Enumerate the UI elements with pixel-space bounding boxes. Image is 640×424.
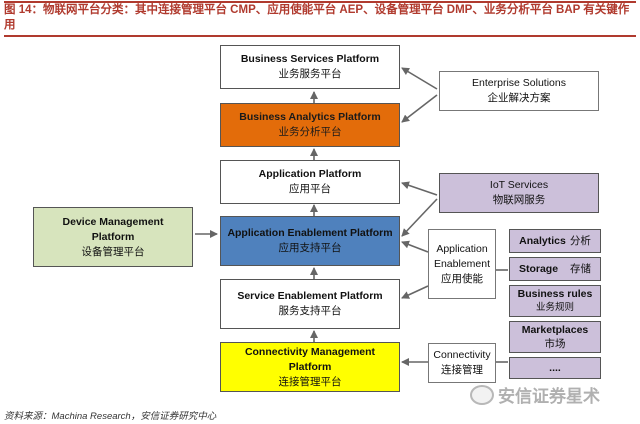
device-management-platform: Device Management Platform 设备管理平台: [33, 207, 193, 267]
business-services-zh: 业务服务平台: [278, 68, 342, 80]
application-enablement-platform: Application Enablement Platform 应用支持平台: [220, 216, 400, 266]
marketplaces-en: Marketplaces: [521, 324, 589, 336]
service-enablement-en: Service Enablement Platform: [237, 290, 383, 302]
application-platform-en: Application Platform: [258, 168, 362, 180]
iot-services-en: IoT Services: [489, 179, 549, 191]
arrow-iot-to-application: [401, 181, 438, 196]
business-rules-en: Business rules: [517, 288, 593, 300]
list-item-storage: Storage 存储: [509, 257, 601, 281]
figure-title: 图 14：物联网平台分类：其中连接管理平台 CMP、应用使能平台 AEP、设备管…: [4, 4, 630, 31]
title-bottom-rule: [4, 35, 636, 37]
analytics-zh: 分析: [569, 234, 591, 247]
arrow-appenable-to-aep: [401, 240, 429, 253]
connectivity-management-en: Connectivity Management Platform: [244, 345, 376, 373]
arrow-appenable-to-service: [401, 285, 429, 299]
business-analytics-zh: 业务分析平台: [278, 126, 342, 138]
connectivity-management-platform: Connectivity Management Platform 连接管理平台: [220, 342, 400, 392]
analytics-en: Analytics: [519, 234, 566, 247]
marketplaces-zh: 市场: [544, 338, 566, 350]
title-top-rule: [4, 1, 636, 3]
watermark-text: 安信证券星术: [498, 387, 600, 406]
list-item-business-rules: Business rules 业务规则: [509, 285, 601, 317]
business-services-en: Business Services Platform: [240, 53, 380, 65]
application-enablement-zh: 应用使能: [441, 272, 483, 285]
device-management-en: Device Management Platform: [62, 215, 164, 243]
enterprise-solutions: Enterprise Solutions 企业解决方案: [439, 71, 599, 111]
connectivity-management-zh: 连接管理平台: [278, 375, 342, 388]
wechat-logo-icon: [470, 384, 494, 405]
service-enablement-platform: Service Enablement Platform 服务支持平台: [220, 279, 400, 329]
business-analytics-platform: Business Analytics Platform 业务分析平台: [220, 103, 400, 147]
arrow-enterprise-to-services: [401, 67, 438, 90]
list-item-marketplaces: Marketplaces 市场: [509, 321, 601, 353]
more-text: ....: [549, 361, 561, 374]
enterprise-solutions-en: Enterprise Solutions: [472, 77, 566, 89]
application-platform: Application Platform 应用平台: [220, 160, 400, 204]
list-item-analytics: Analytics 分析: [509, 229, 601, 253]
enterprise-solutions-zh: 企业解决方案: [487, 92, 551, 104]
connectivity-label-box: Connectivity 连接管理: [428, 343, 496, 383]
application-platform-zh: 应用平台: [289, 183, 331, 195]
application-enablement-en: Application Enablement: [433, 242, 491, 270]
arrow-enterprise-to-analytics: [401, 94, 438, 123]
connectivity-en: Connectivity: [433, 349, 491, 361]
source-note: 资料来源：Machina Research，安信证券研究中心: [4, 411, 217, 422]
aep-zh: 应用支持平台: [278, 242, 342, 254]
application-enablement-label-box: Application Enablement 应用使能: [428, 229, 496, 299]
storage-zh: 存储: [570, 262, 592, 275]
business-rules-zh: 业务规则: [535, 302, 574, 313]
business-services-platform: Business Services Platform 业务服务平台: [220, 45, 400, 89]
iot-services: IoT Services 物联网服务: [439, 173, 599, 213]
iot-services-zh: 物联网服务: [492, 194, 546, 206]
business-analytics-en: Business Analytics Platform: [239, 111, 381, 123]
list-item-more: ....: [509, 357, 601, 379]
connectivity-zh: 连接管理: [441, 364, 483, 376]
watermark: 安信证券星术: [470, 382, 600, 407]
storage-en: Storage: [518, 262, 559, 275]
device-management-zh: 设备管理平台: [81, 245, 145, 258]
aep-en: Application Enablement Platform: [227, 227, 393, 239]
service-enablement-zh: 服务支持平台: [278, 305, 342, 317]
arrow-iot-to-aep: [401, 198, 438, 237]
